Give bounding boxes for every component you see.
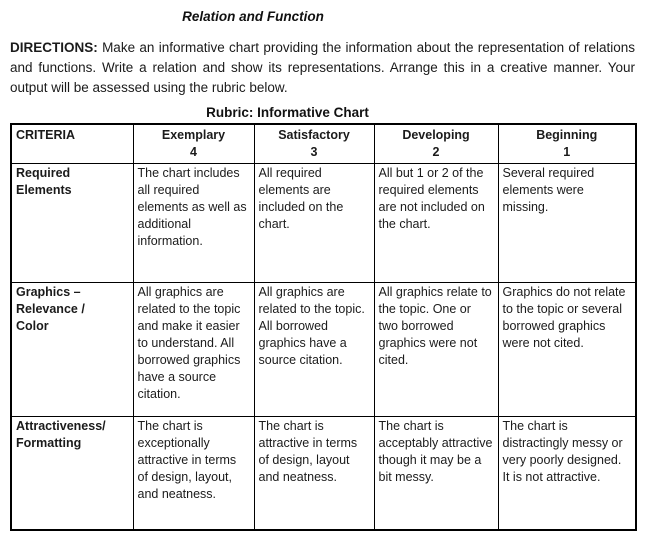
- header-developing: Developing 2: [373, 123, 499, 164]
- page-title: Relation and Function: [182, 9, 324, 24]
- cell-required-satisfactory: All required elements are included on th…: [253, 163, 375, 283]
- cell-attractiveness-satisfactory: The chart is attractive in terms of desi…: [253, 416, 375, 530]
- cell-graphics-satisfactory: All graphics are related to the topic. A…: [253, 282, 375, 417]
- table-header-row: CRITERIA Exemplary 4 Satisfactory 3 Deve…: [10, 123, 637, 164]
- header-exemplary-score: 4: [190, 145, 197, 159]
- criteria-graphics: Graphics – Relevance / Color: [10, 282, 134, 417]
- header-satisfactory-label: Satisfactory: [278, 128, 350, 142]
- rubric-title: Rubric: Informative Chart: [206, 105, 369, 120]
- table-row-graphics: Graphics – Relevance / Color All graphic…: [10, 282, 637, 417]
- cell-attractiveness-beginning: The chart is distractingly messy or very…: [497, 416, 637, 530]
- header-beginning-label: Beginning: [536, 128, 598, 142]
- header-criteria-label: CRITERIA: [16, 128, 76, 142]
- header-criteria: CRITERIA: [10, 123, 134, 164]
- table-row-attractiveness: Attractiveness/ Formatting The chart is …: [10, 416, 637, 530]
- header-developing-label: Developing: [402, 128, 470, 142]
- criteria-attractiveness: Attractiveness/ Formatting: [10, 416, 134, 530]
- cell-required-developing: All but 1 or 2 of the required elements …: [373, 163, 499, 283]
- cell-graphics-developing: All graphics relate to the topic. One or…: [373, 282, 499, 417]
- cell-graphics-exemplary: All graphics are related to the topic an…: [132, 282, 255, 417]
- cell-attractiveness-exemplary: The chart is exceptionally attractive in…: [132, 416, 255, 530]
- header-exemplary: Exemplary 4: [132, 123, 255, 164]
- header-beginning-score: 1: [563, 145, 571, 159]
- criteria-required-elements: Required Elements: [10, 163, 134, 283]
- directions-text: Make an informative chart providing the …: [10, 40, 635, 95]
- cell-required-beginning: Several required elements were missing.: [497, 163, 637, 283]
- directions-paragraph: DIRECTIONS: Make an informative chart pr…: [10, 38, 635, 98]
- cell-graphics-beginning: Graphics do not relate to the topic or s…: [497, 282, 637, 417]
- directions-label: DIRECTIONS:: [10, 40, 98, 55]
- cell-attractiveness-developing: The chart is acceptably attractive thoug…: [373, 416, 499, 530]
- header-exemplary-label: Exemplary: [161, 128, 226, 142]
- header-satisfactory-score: 3: [310, 145, 318, 159]
- header-satisfactory: Satisfactory 3: [253, 123, 375, 164]
- cell-required-exemplary: The chart includes all required elements…: [132, 163, 255, 283]
- worksheet-page: { "page": { "title": "Relation and Funct…: [0, 9, 645, 545]
- rubric-table: CRITERIA Exemplary 4 Satisfactory 3 Deve…: [10, 123, 637, 531]
- header-beginning: Beginning 1: [497, 123, 637, 164]
- table-row-required-elements: Required Elements The chart includes all…: [10, 163, 637, 283]
- header-developing-score: 2: [432, 145, 440, 159]
